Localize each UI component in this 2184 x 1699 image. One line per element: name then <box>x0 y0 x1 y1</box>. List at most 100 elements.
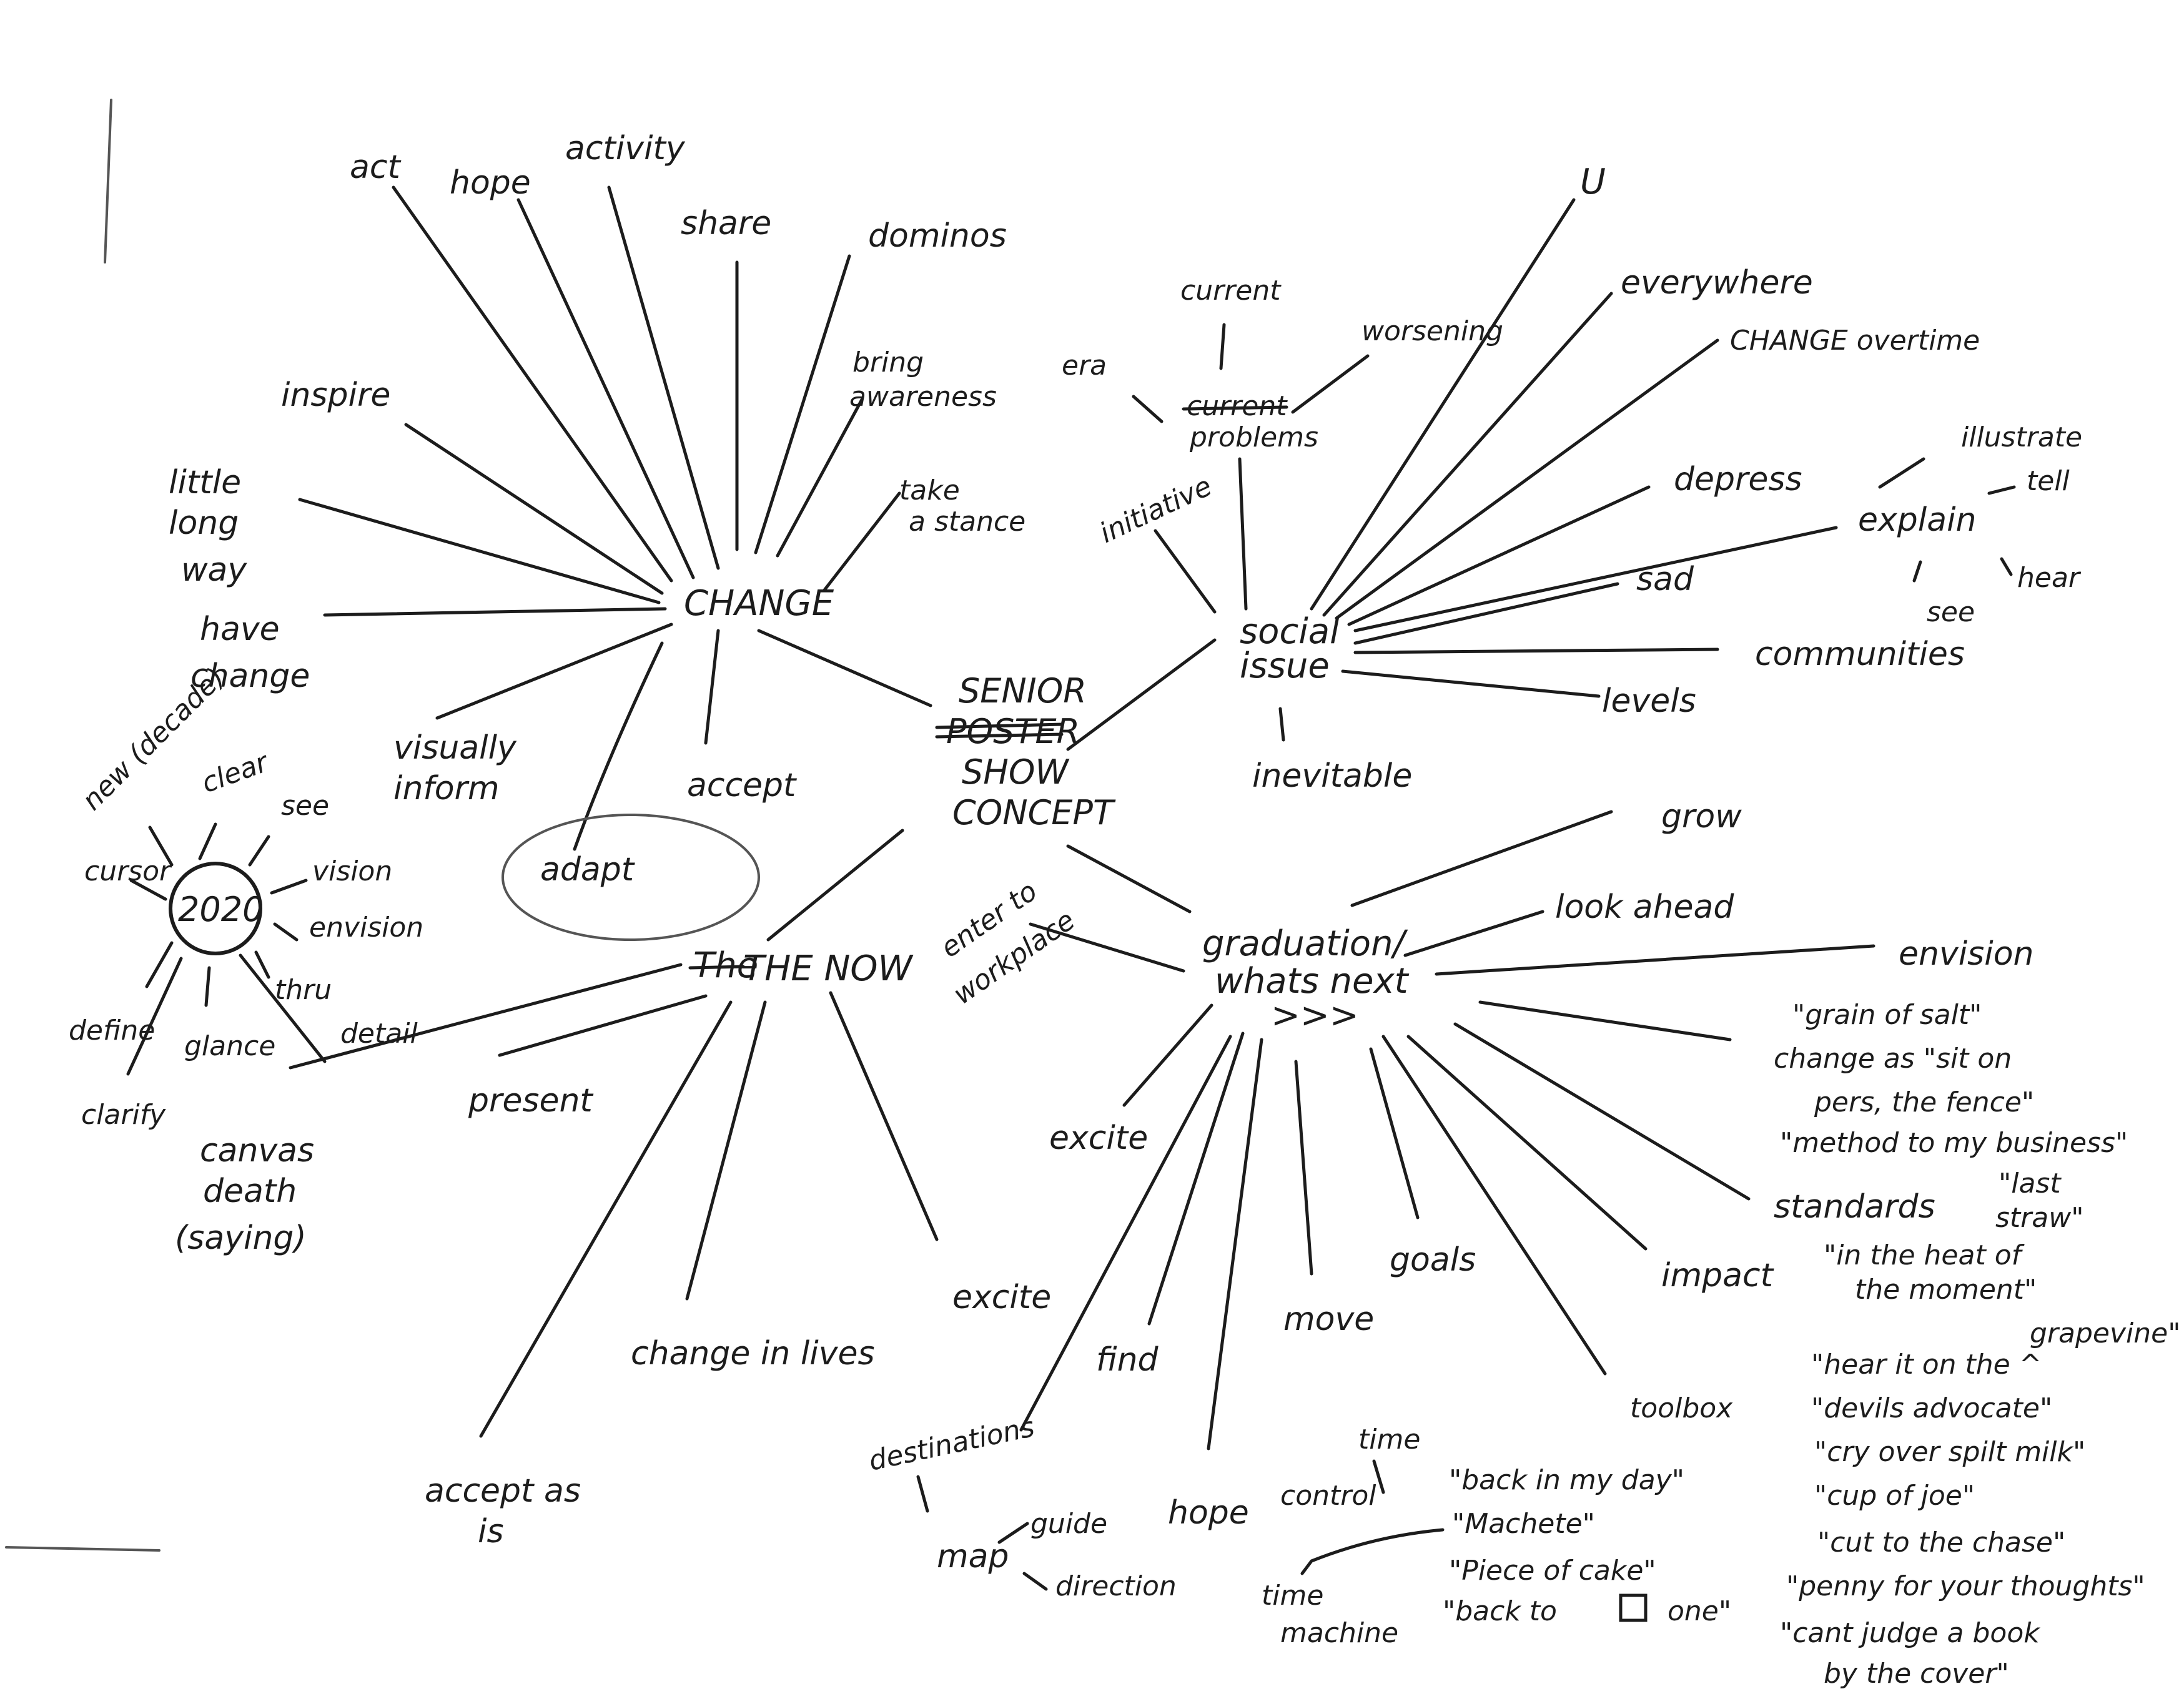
year-branch-vision <box>270 879 308 895</box>
idiom-line: "cant judge a book <box>1780 1617 2040 1649</box>
year-branch-cursor <box>129 879 167 901</box>
grad-branch-hope <box>1207 1038 1263 1450</box>
grad-branch-look-ahead <box>1403 910 1544 957</box>
center-to-social-line <box>1066 638 1217 751</box>
year-word-see: see <box>281 790 329 822</box>
graduation-hub-line-3: >>> <box>1271 995 1359 1036</box>
grad-branch-excite <box>1122 1003 1213 1107</box>
social-word-worsening: worsening <box>1361 315 1503 347</box>
social-branch-era <box>1132 395 1164 423</box>
idiom-line: "cry over spilt milk" <box>1814 1436 2085 1468</box>
social-word-era: era <box>1062 350 1107 382</box>
now-branch-present <box>498 994 708 1057</box>
change-word-visually: visually <box>393 729 517 767</box>
grad-word-impact: impact <box>1661 1257 1774 1294</box>
change-word-activity: activity <box>565 130 686 167</box>
now-word-change-in-lives: change in lives <box>631 1335 875 1372</box>
map-branch-destinations <box>916 1475 929 1513</box>
change-branch-accept <box>704 629 720 745</box>
social-word-see: see <box>1927 596 1975 628</box>
center-strike-line-2 <box>935 732 1064 739</box>
grad-word-guide: guide <box>1030 1508 1107 1540</box>
map-branch-guide <box>997 1522 1029 1544</box>
idiom-line: the moment" <box>1855 1274 2037 1306</box>
center-line-senior: SENIOR <box>959 671 1087 711</box>
year-2020-circle <box>169 862 262 955</box>
year-word-cursor: cursor <box>84 855 172 887</box>
change-word-long: long <box>169 505 239 542</box>
idiom-line: pers, the fence" <box>1814 1086 2034 1118</box>
change-word-way: way <box>181 551 247 589</box>
grad-word-time-bottom: time <box>1262 1580 1323 1612</box>
grad-word-look-ahead: look ahead <box>1555 889 1734 926</box>
idiom-line: change as "sit on <box>1774 1043 2012 1075</box>
year-word-glance: glance <box>184 1030 275 1062</box>
change-branch-hope <box>516 198 695 579</box>
now-word-canvas: canvas <box>200 1132 314 1170</box>
year-word-clear: clear <box>197 746 274 799</box>
grad-word-toolbox: toolbox <box>1630 1392 1733 1424</box>
year-branch-clear <box>198 822 217 860</box>
social-branch-worsening <box>1291 354 1370 414</box>
idiom-line: "cup of joe" <box>1814 1480 1975 1512</box>
social-branch-explain <box>1353 526 1838 633</box>
year-word-thru: thru <box>275 974 332 1006</box>
change-word-have: have <box>200 611 280 648</box>
change-word-stance: a stance <box>909 506 1025 538</box>
idiom-line: "devils advocate" <box>1811 1392 2052 1424</box>
year-branch-clarify <box>126 957 183 1076</box>
now-strike-line <box>688 965 745 970</box>
idiom-line: "last <box>1999 1168 2062 1199</box>
change-word-little: little <box>169 464 241 501</box>
saying-one: one" <box>1668 1595 1731 1627</box>
page-edge-line-top <box>104 99 112 263</box>
grad-word-move: move <box>1283 1301 1374 1338</box>
change-word-awareness: awareness <box>849 381 997 413</box>
now-word-is: is <box>478 1513 504 1550</box>
social-word-depress: depress <box>1674 461 1802 498</box>
change-branch-bring <box>776 398 864 558</box>
year-branch-thru <box>254 950 270 979</box>
grad-branch-idioms <box>1478 1000 1732 1042</box>
map-branch-direction <box>1022 1572 1048 1591</box>
now-word-present: present <box>468 1082 593 1120</box>
now-hub-label: THE NOW <box>743 948 914 989</box>
saying-back-to: "back to <box>1443 1595 1557 1627</box>
social-branch-current <box>1219 323 1226 370</box>
grad-word-standards: standards <box>1774 1188 1935 1226</box>
year-branch-envision <box>273 922 299 942</box>
social-branch-problems <box>1238 457 1248 611</box>
change-branch-act <box>392 185 673 583</box>
change-word-inform: inform <box>393 770 500 807</box>
grad-branch-find <box>1147 1032 1245 1326</box>
social-branch-communities <box>1353 648 1719 654</box>
social-branch-u <box>1310 198 1576 611</box>
social-word-problems: problems <box>1189 421 1318 453</box>
social-word-change-overtime: CHANGE overtime <box>1730 325 1980 357</box>
change-word-act: act <box>350 149 401 186</box>
grad-branch-toolbox <box>1381 1035 1607 1376</box>
year-branch-detail <box>239 953 327 1063</box>
change-word-bring: bring <box>852 347 924 378</box>
social-word-illustrate: illustrate <box>1961 421 2082 453</box>
change-word-adapt: adapt <box>540 851 635 889</box>
year-word-define: define <box>69 1015 155 1046</box>
idiom-line: "in the heat of <box>1824 1239 2025 1271</box>
grad-branch-workplace <box>1029 922 1185 973</box>
idiom-line: "grain of salt" <box>1792 999 1982 1031</box>
grad-word-find: find <box>1096 1341 1159 1379</box>
social-branch-change-overtime <box>1335 338 1719 620</box>
year-branch-see <box>248 835 270 867</box>
center-to-graduation-line <box>1066 844 1192 914</box>
change-branch-activity <box>607 185 720 570</box>
idiom-line: "method to my business" <box>1780 1127 2128 1159</box>
idiom-line: by the cover" <box>1824 1658 2009 1690</box>
social-word-levels: levels <box>1602 682 1696 720</box>
page-edge-line-bottom <box>5 1546 161 1552</box>
grad-branch-grow <box>1350 810 1613 907</box>
change-word-take: take <box>899 475 960 506</box>
now-word-accept-as: accept as <box>425 1472 581 1510</box>
now-word-saying: (saying) <box>175 1219 307 1257</box>
explain-branch-illustrate <box>1878 457 1925 489</box>
